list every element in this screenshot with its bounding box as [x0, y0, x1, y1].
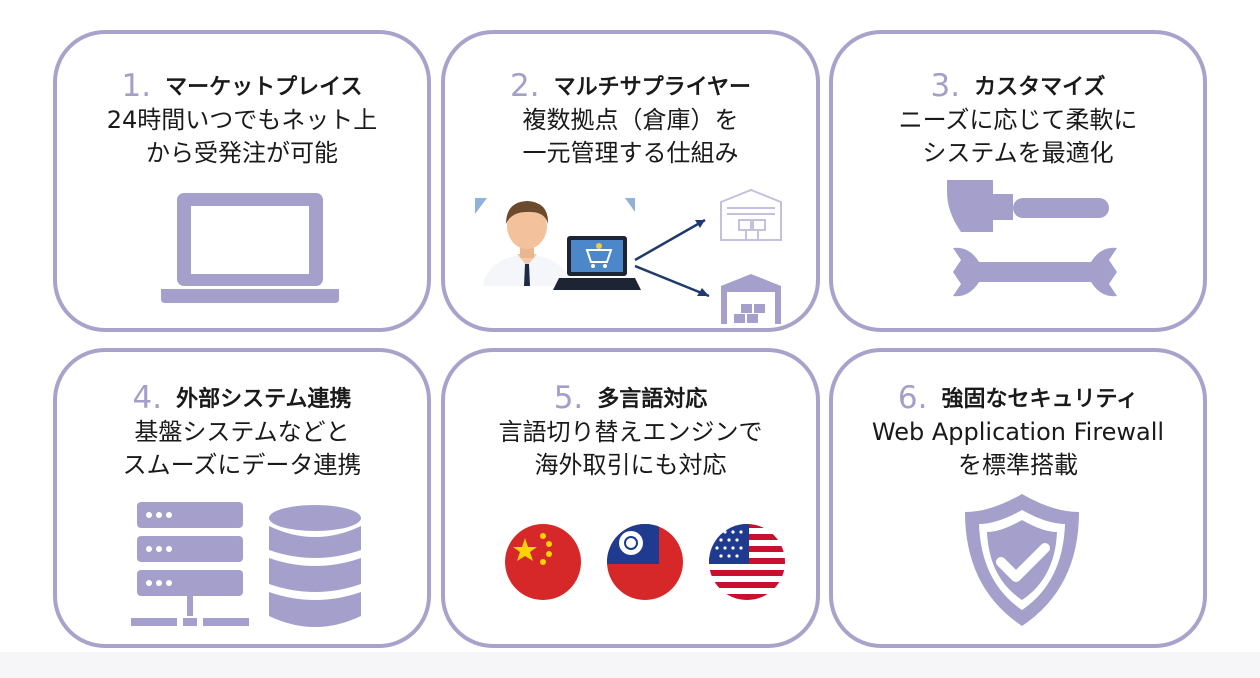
- feature-description-line: 一元管理する仕組み: [522, 139, 739, 167]
- feature-description-line: システムを最適化: [922, 139, 1114, 167]
- warehouse-icon: [721, 274, 781, 324]
- shield-check-icon: [965, 494, 1079, 626]
- feature-card-security: 6. 強固なセキュリティ Web Application Firewall を標準…: [829, 348, 1207, 648]
- feature-card-multilingual: 5. 多言語対応 言語切り替えエンジンで 海外取引にも対応: [441, 348, 820, 648]
- feature-title-text: 多言語対応: [597, 387, 708, 412]
- feature-description-line: スムーズにデータ連携: [122, 451, 362, 479]
- laptop-icon: [161, 193, 339, 303]
- feature-description-line: 複数拠点（倉庫）を: [522, 106, 739, 134]
- feature-number: 2.: [510, 68, 540, 104]
- feature-title: 6. 強固なセキュリティ: [833, 380, 1203, 416]
- feature-description-line: ニーズに応じて柔軟に: [898, 106, 1138, 134]
- feature-description-line: 基盤システムなどと: [134, 418, 350, 446]
- feature-number: 4.: [132, 380, 163, 416]
- bottom-band: [0, 652, 1260, 678]
- feature-title-text: マルチサプライヤー: [553, 75, 751, 100]
- feature-title-text: 強固なセキュリティ: [941, 387, 1139, 412]
- laptop-cart-icon: [553, 236, 641, 290]
- feature-description-line: を標準搭載: [958, 451, 1078, 479]
- feature-description-line: 24時間いつでもネット上: [106, 106, 378, 134]
- feature-number: 3.: [930, 68, 961, 104]
- feature-card-integration: 4. 外部システム連携 基盤システムなどと スムーズにデータ連携: [53, 348, 431, 648]
- china-flag-icon: [505, 524, 581, 600]
- usa-flag-icon: [709, 524, 785, 600]
- server-icon: [131, 502, 249, 626]
- feature-title: 4. 外部システム連携: [57, 380, 427, 416]
- feature-card-customize: 3. カスタマイズ ニーズに応じて柔軟に システムを最適化: [829, 30, 1207, 332]
- person-laptop-warehouses-illustration: [475, 188, 782, 324]
- feature-number: 1.: [121, 68, 152, 104]
- hammer-wrench-icon: [947, 180, 1117, 297]
- feature-title: 5. 多言語対応: [445, 380, 816, 416]
- flags-china-taiwan-usa-icon: [505, 524, 785, 600]
- feature-description-line: から受発注が可能: [146, 139, 338, 167]
- feature-description-line: Web Application Firewall: [871, 418, 1165, 446]
- warehouse-icon: [720, 188, 782, 241]
- feature-number: 5.: [553, 380, 584, 416]
- taiwan-flag-icon: [607, 524, 683, 600]
- feature-card-multisupplier: 2. マルチサプライヤー 複数拠点（倉庫）を 一元管理する仕組み: [441, 30, 820, 332]
- feature-title: 1. マーケットプレイス: [57, 68, 427, 104]
- feature-title: 3. カスタマイズ: [833, 68, 1203, 104]
- feature-description-line: 言語切り替えエンジンで: [498, 418, 763, 446]
- feature-title-text: カスタマイズ: [974, 75, 1106, 100]
- feature-description-line: 海外取引にも対応: [534, 451, 727, 479]
- feature-title-text: 外部システム連携: [176, 387, 352, 412]
- feature-number: 6.: [897, 380, 928, 416]
- feature-card-marketplace: 1. マーケットプレイス 24時間いつでもネット上 から受発注が可能: [53, 30, 431, 332]
- person-icon: [483, 201, 571, 286]
- database-icon: [269, 505, 361, 627]
- feature-title: 2. マルチサプライヤー: [445, 68, 816, 104]
- feature-title-text: マーケットプレイス: [165, 75, 363, 100]
